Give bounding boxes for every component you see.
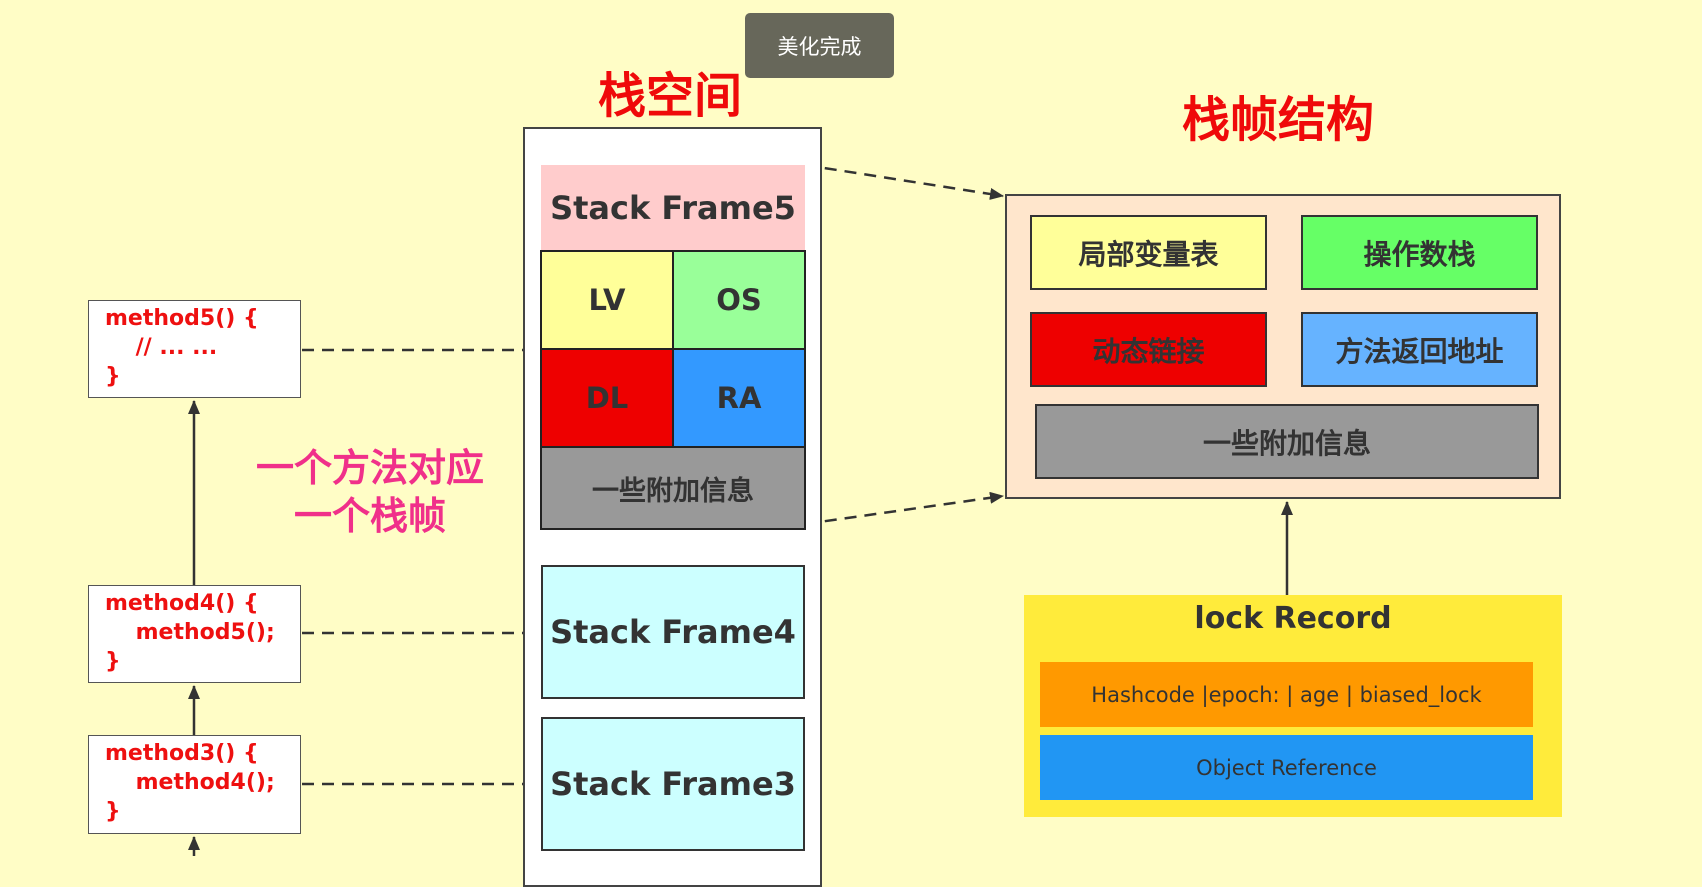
method3-box: method3() { method4(); }	[88, 735, 301, 834]
stack-frame5: Stack Frame5	[541, 165, 805, 250]
code-line: method5() {	[105, 306, 259, 331]
method4-box: method4() { method5(); }	[88, 585, 301, 683]
code-line: }	[105, 649, 121, 674]
stack-frame3-label: Stack Frame3	[550, 765, 796, 803]
stack-frame3: Stack Frame3	[541, 717, 805, 851]
method5-box: method5() { // ... ... }	[88, 300, 301, 398]
frame5-cell-lv: LV	[540, 250, 674, 350]
additional-info: 一些附加信息	[1035, 404, 1539, 479]
arrow-frame5-to-structure-top	[804, 163, 1004, 200]
note-line-1: 一个方法对应	[255, 446, 484, 490]
code-line: }	[105, 799, 121, 824]
frame5-cell-os: OS	[672, 250, 806, 350]
code-line: method4();	[105, 770, 275, 795]
lock-record-mark-word: Hashcode |epoch: | age | biased_lock	[1040, 662, 1533, 727]
frame5-cell-extra-info: 一些附加信息	[540, 446, 806, 530]
stack-frame5-label: Stack Frame5	[550, 188, 796, 227]
method-frame-note: 一个方法对应 一个栈帧	[230, 444, 510, 540]
stack-frame4-label: Stack Frame4	[550, 613, 796, 651]
stack-frame4: Stack Frame4	[541, 565, 805, 699]
return-address: 方法返回地址	[1301, 312, 1538, 387]
frame5-cell-ra: RA	[672, 348, 806, 448]
lock-record-object-reference: Object Reference	[1040, 735, 1533, 800]
code-line: // ... ...	[105, 335, 218, 360]
note-line-2: 一个栈帧	[293, 494, 446, 538]
connector-layer	[188, 163, 1293, 856]
code-line: method4() {	[105, 591, 259, 616]
lock-record-title: lock Record	[1194, 600, 1392, 636]
toast-notification: 美化完成	[745, 13, 894, 78]
toast-text: 美化完成	[777, 34, 862, 59]
arrow-frame5-to-structure-bottom	[804, 491, 1004, 526]
code-line: }	[105, 364, 121, 389]
operand-stack: 操作数栈	[1301, 215, 1538, 290]
code-line: method5();	[105, 620, 275, 645]
code-line: method3() {	[105, 741, 259, 766]
local-variable-table: 局部变量表	[1030, 215, 1267, 290]
dynamic-link: 动态链接	[1030, 312, 1267, 387]
stack-space-title: 栈空间	[598, 68, 743, 124]
frame5-cell-dl: DL	[540, 348, 674, 448]
frame-structure-title: 栈帧结构	[1182, 92, 1375, 148]
